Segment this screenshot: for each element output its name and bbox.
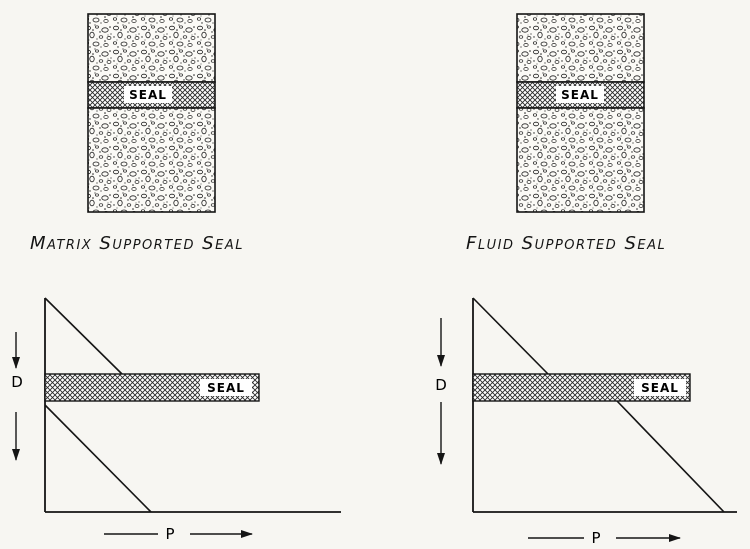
matrix-plot-seal-label: SEAL [207,381,245,395]
fluid-upper-rock [516,13,645,83]
fluid-x-axis-label: P [591,529,600,547]
matrix-x-axis-label: P [165,525,174,543]
matrix-pressure-depth-plot: SEAL D P [11,297,341,543]
matrix-y-axis-label: D [11,373,23,391]
matrix-lower-rock [87,107,216,213]
matrix-rock-column: SEAL [87,13,216,213]
fluid-lower-rock [516,107,645,213]
fluid-caption: Fluid Supported Seal [466,233,667,254]
fluid-pressure-gradient-below-seal [616,400,725,513]
fluid-pressure-depth-plot: SEAL D P [435,297,737,547]
matrix-caption: Matrix Supported Seal [30,233,244,254]
matrix-column-seal-label-bg [124,86,172,103]
fluid-plot-seal-label-bg [634,379,686,396]
fluid-column-seal-label: SEAL [561,88,599,102]
fluid-y-axis-label: D [435,376,447,394]
matrix-pressure-gradient-below-seal [44,404,152,513]
fluid-column-seal-label-bg [556,86,604,103]
fluid-rock-column: SEAL [516,13,645,213]
matrix-upper-rock [87,13,216,83]
fluid-plot-seal-label: SEAL [641,381,679,395]
matrix-pressure-gradient-above-seal [44,297,123,375]
matrix-column-seal-label: SEAL [129,88,167,102]
fluid-pressure-gradient-above-seal [472,297,549,375]
matrix-plot-seal-label-bg [200,379,252,396]
